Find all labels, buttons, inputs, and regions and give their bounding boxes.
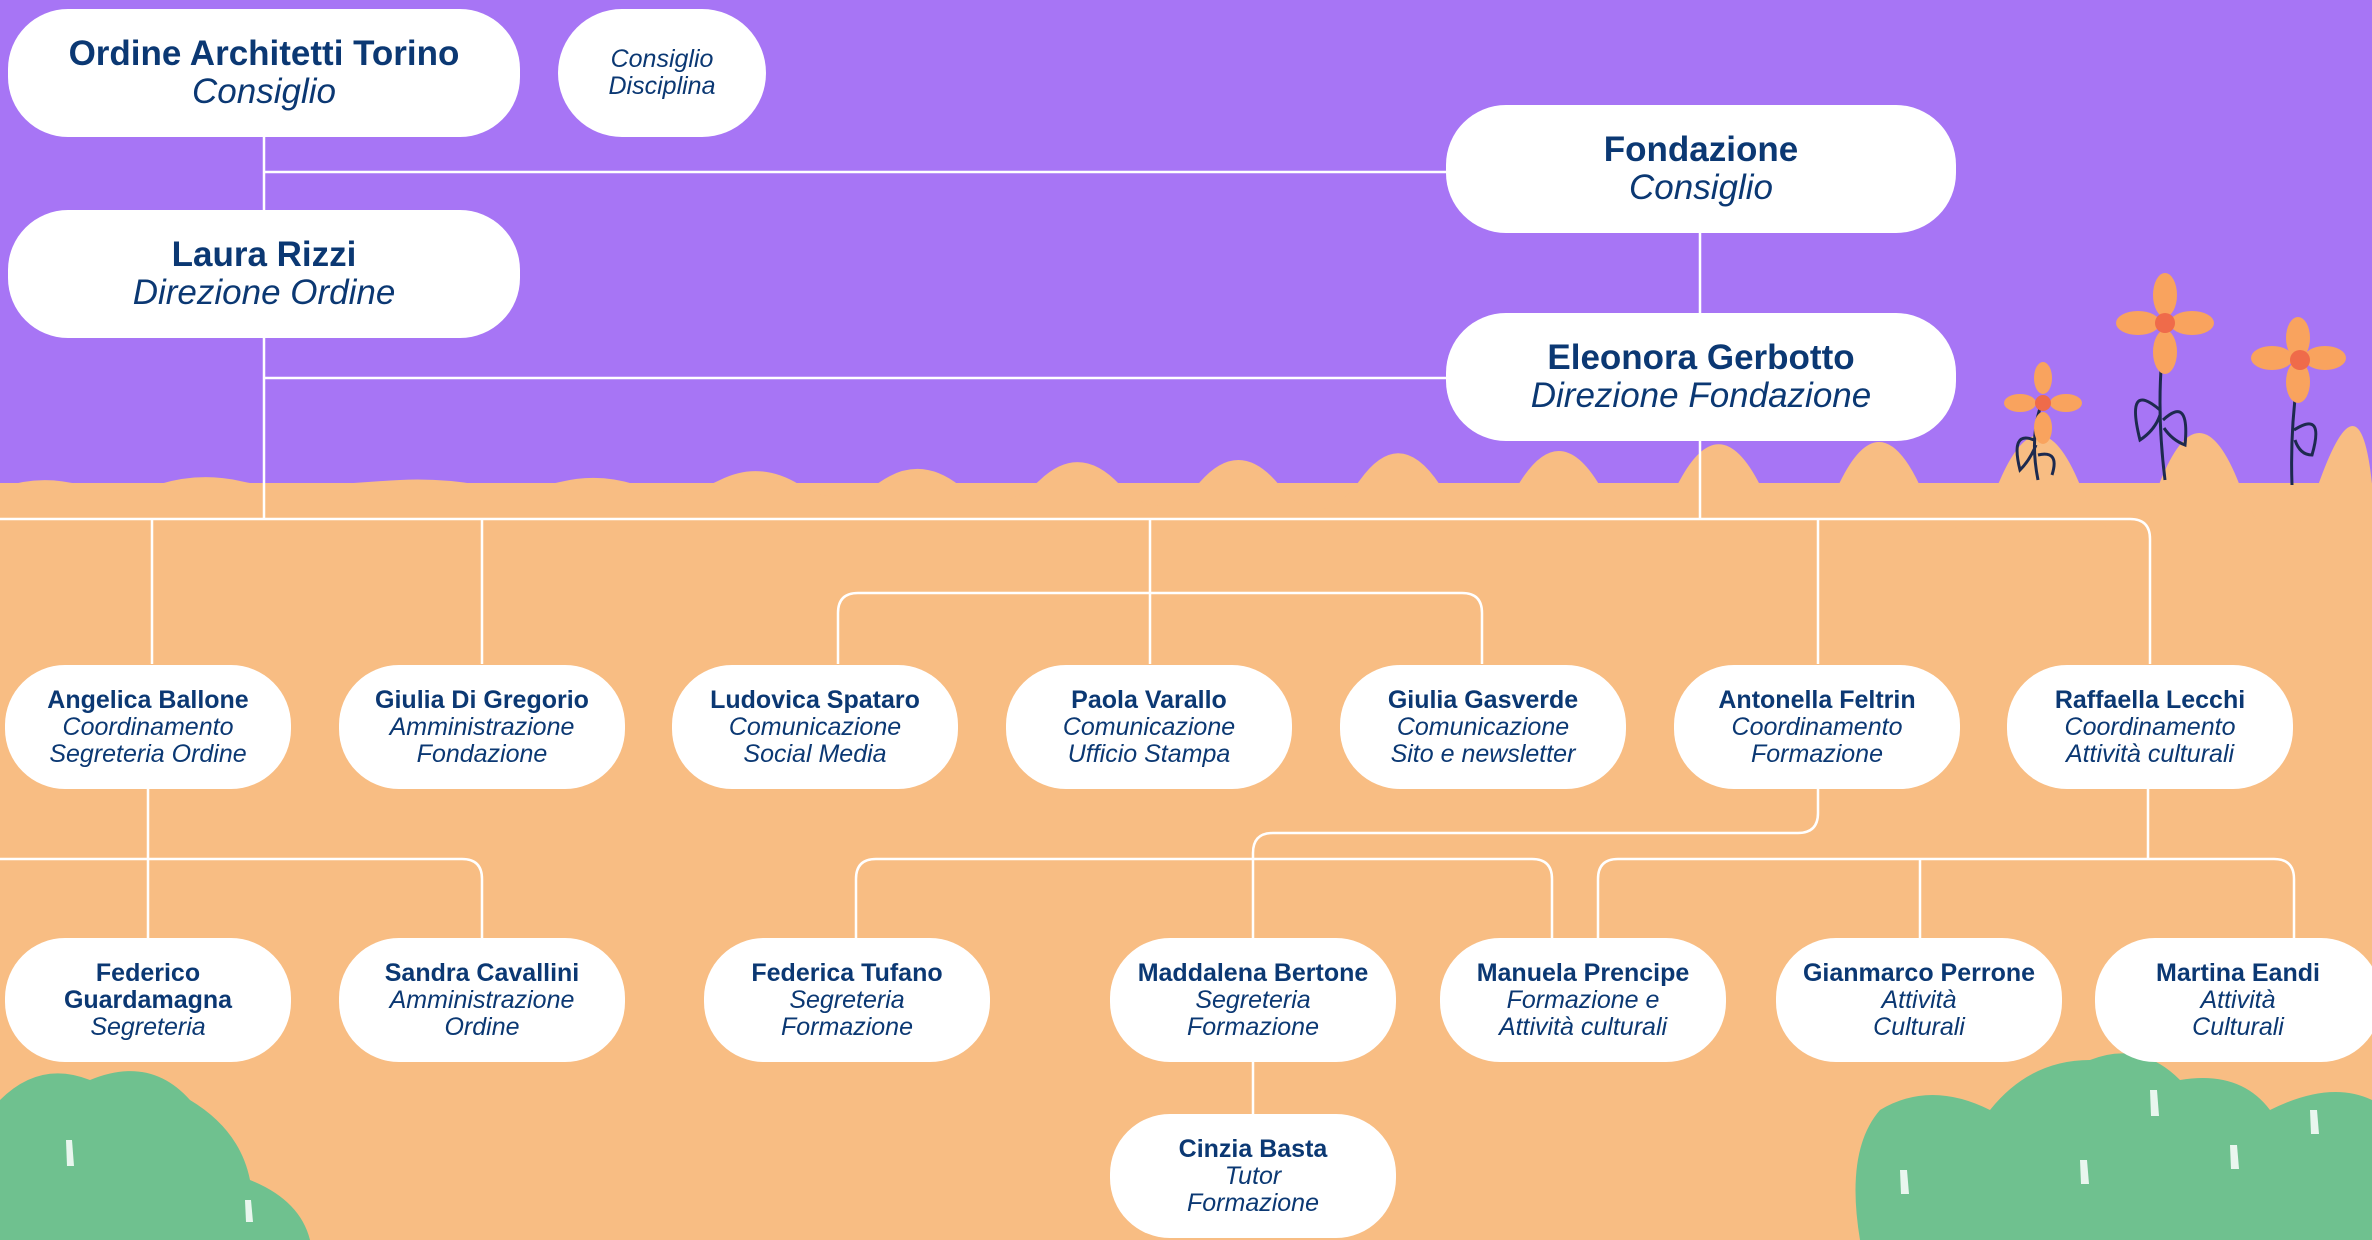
bush-icon [0,1071,310,1240]
node-role-line1: Comunicazione [1062,712,1236,741]
node-role-line2: Culturali [1873,1012,1965,1041]
node-role-line2: Attività culturali [1498,1012,1668,1041]
node-federica-tufano[interactable]: Federica Tufano Segreteria Formazione [704,938,990,1062]
node-name: Antonella Feltrin [1718,685,1916,714]
node-role: Consiglio [1629,168,1773,207]
node-name: Manuela Prencipe [1476,958,1690,987]
node-role-line2: Ufficio Stampa [1067,739,1231,768]
node-role-line1: Amministrazione [389,985,575,1014]
node-ludovica-spataro[interactable]: Ludovica Spataro Comunicazione Social Me… [672,665,958,789]
node-role-line2: Ordine [444,1012,520,1041]
node-role-line1: Attività [2200,985,2276,1014]
node-name: Raffaella Lecchi [2054,685,2246,714]
node-role: Direzione Ordine [132,273,396,312]
node-name: Angelica Ballone [47,685,249,714]
node-name: Gianmarco Perrone [1802,958,2036,987]
node-role: Direzione Fondazione [1530,376,1872,415]
node-giulia-di-gregorio[interactable]: Giulia Di Gregorio Amministrazione Fonda… [339,665,625,789]
node-ordine-consiglio[interactable]: Ordine Architetti Torino Consiglio [8,9,520,137]
bush-icon [1855,1053,2372,1240]
node-name: Laura Rizzi [171,235,357,274]
node-maddalena-bertone[interactable]: Maddalena Bertone Segreteria Formazione [1110,938,1396,1062]
node-role-line1: Amministrazione [389,712,575,741]
node-role-line2: Social Media [743,739,887,768]
node-role-line1: Attività [1881,985,1957,1014]
node-eleonora-gerbotto[interactable]: Eleonora Gerbotto Direzione Fondazione [1446,313,1956,441]
node-sandra-cavallini[interactable]: Sandra Cavallini Amministrazione Ordine [339,938,625,1062]
connectors [0,137,2296,1115]
node-name: Ordine Architetti Torino [68,34,460,73]
flower-icon [2251,317,2346,486]
node-name: Ludovica Spataro [710,685,920,714]
node-angelica-ballone[interactable]: Angelica Ballone Coordinamento Segreteri… [5,665,291,789]
node-role-line1: Coordinamento [62,712,234,741]
node-role-line2: Attività culturali [2065,739,2235,768]
node-paola-varallo[interactable]: Paola Varallo Comunicazione Ufficio Stam… [1006,665,1292,789]
node-fondazione-consiglio[interactable]: Fondazione Consiglio [1446,105,1956,233]
node-laura-rizzi[interactable]: Laura Rizzi Direzione Ordine [8,210,520,338]
node-name: Eleonora Gerbotto [1547,338,1855,377]
node-role: Consiglio [192,72,336,111]
node-role-line1: Comunicazione [728,712,902,741]
node-name: Paola Varallo [1071,685,1227,714]
node-role-line2: Formazione [1751,739,1883,768]
node-antonella-feltrin[interactable]: Antonella Feltrin Coordinamento Formazio… [1674,665,1960,789]
node-raffaella-lecchi[interactable]: Raffaella Lecchi Coordinamento Attività … [2007,665,2293,789]
flower-icon [2004,362,2082,481]
node-name: Fondazione [1603,130,1799,169]
node-role-line1: Consiglio [610,45,714,73]
node-role-line2: Formazione [1187,1012,1319,1041]
node-role-line1: Comunicazione [1396,712,1570,741]
node-name: Giulia Gasverde [1387,685,1579,714]
node-role-line1: Coordinamento [2064,712,2236,741]
node-name: Maddalena Bertone [1137,958,1369,987]
node-role-line1: Formazione e [1506,985,1660,1014]
node-role-line1: Segreteria [789,985,905,1014]
node-name: Giulia Di Gregorio [375,685,589,714]
node-role-line2: Culturali [2192,1012,2284,1041]
node-martina-eandi[interactable]: Martina Eandi Attività Culturali [2095,938,2372,1062]
node-manuela-prencipe[interactable]: Manuela Prencipe Formazione e Attività c… [1440,938,1726,1062]
node-name: Martina Eandi [2156,958,2320,987]
node-role-line1: Tutor [1224,1161,1282,1190]
node-federico-guardamagna[interactable]: Federico Guardamagna Segreteria [5,938,291,1062]
node-giulia-gasverde[interactable]: Giulia Gasverde Comunicazione Sito e new… [1340,665,1626,789]
node-role-line2: Segreteria Ordine [49,739,247,768]
node-name-line1: Federico [95,958,201,987]
node-role-line2: Formazione [781,1012,913,1041]
node-role: Segreteria [90,1012,206,1041]
node-gianmarco-perrone[interactable]: Gianmarco Perrone Attività Culturali [1776,938,2062,1062]
node-name: Federica Tufano [751,958,943,987]
node-role-line2: Sito e newsletter [1390,739,1576,768]
flower-icon [2116,273,2214,481]
node-name-line2: Guardamagna [63,985,233,1014]
node-role-line1: Coordinamento [1731,712,1903,741]
node-name: Cinzia Basta [1178,1134,1328,1163]
node-role-line2: Disciplina [608,72,716,100]
ground-edge [0,425,2372,537]
node-cinzia-basta[interactable]: Cinzia Basta Tutor Formazione [1110,1114,1396,1238]
node-consiglio-disciplina[interactable]: Consiglio Disciplina [558,9,766,137]
node-role-line2: Formazione [1187,1188,1319,1217]
node-name: Sandra Cavallini [384,958,580,987]
node-role-line1: Segreteria [1195,985,1311,1014]
node-role-line2: Fondazione [416,739,548,768]
